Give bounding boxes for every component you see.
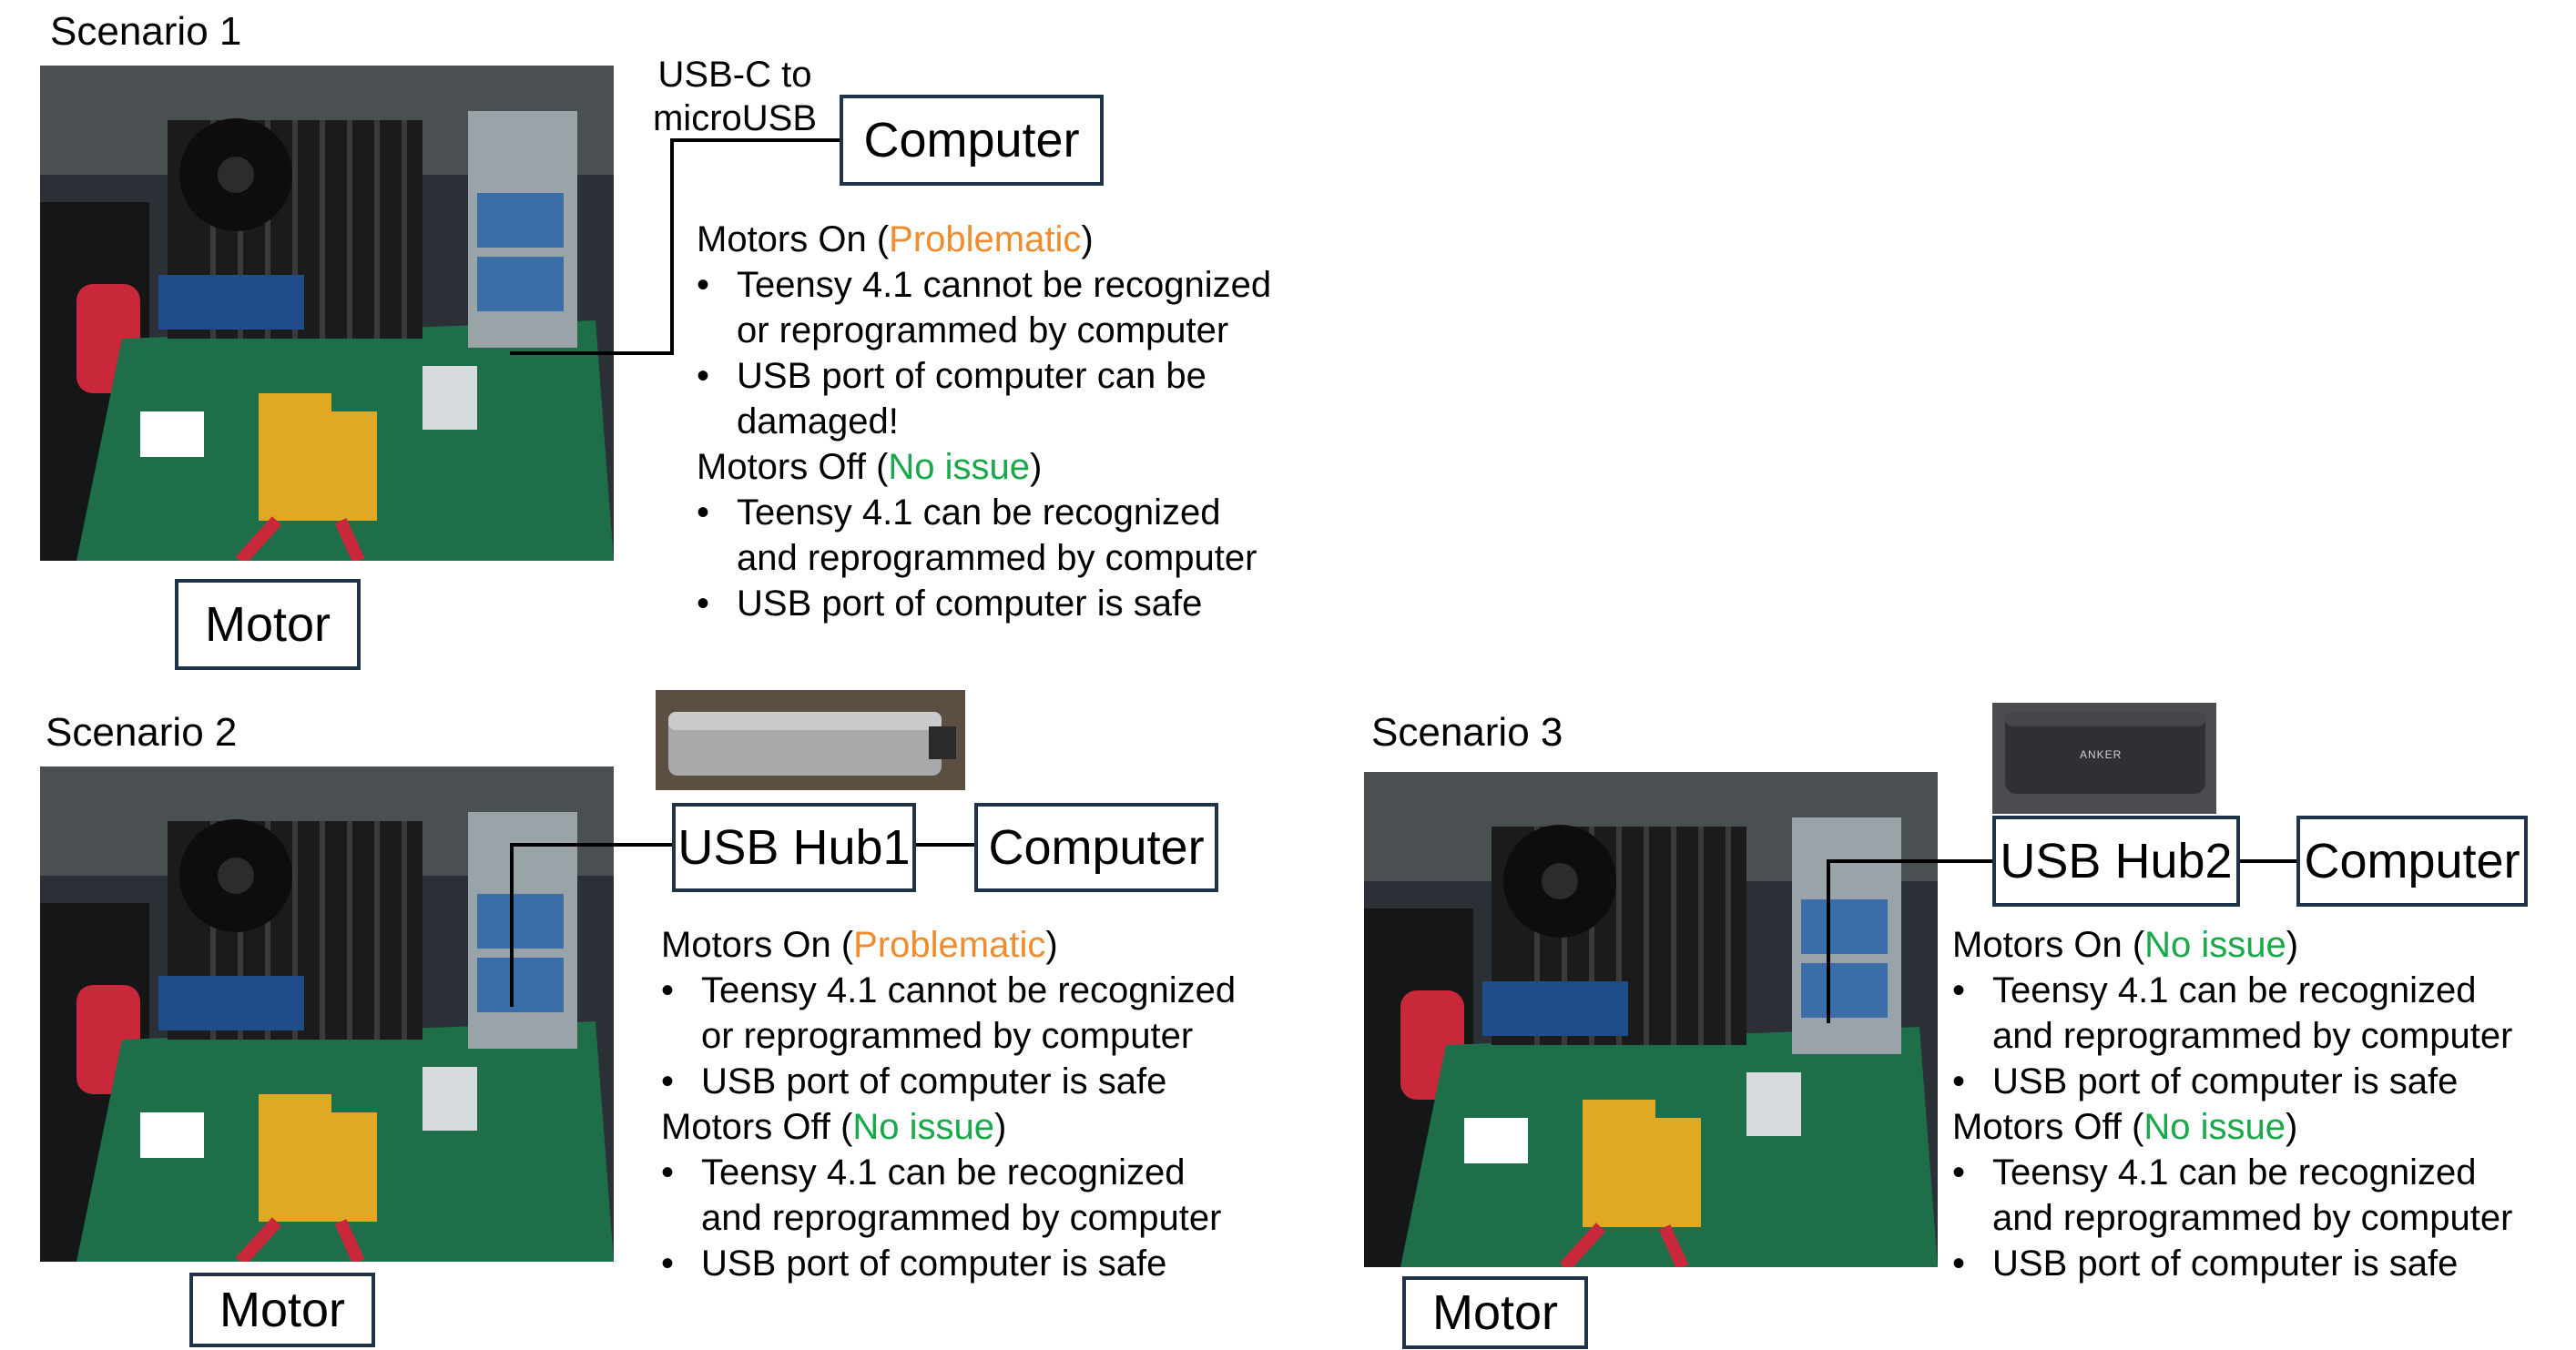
scenario-2-motor-label: Motor: [219, 1283, 346, 1337]
scenario-2-computer-box: Computer: [974, 803, 1218, 892]
scenario-1-cable-top: [670, 138, 840, 142]
scenario-3-motors-on-heading: Motors On (No issue): [1952, 922, 2298, 968]
bullet-line: USB port of computer is safe: [1992, 1243, 2459, 1284]
off-suffix: ): [994, 1107, 1007, 1147]
scenario-1-motor-box: Motor: [175, 579, 361, 670]
bullet-line: USB port of computer is safe: [701, 1061, 1167, 1101]
off-prefix: Motors Off (: [661, 1107, 853, 1147]
bullet-line: Teensy 4.1 can be recognized: [1992, 970, 2477, 1010]
on-suffix: ): [2286, 925, 2299, 965]
bullet-dot: •: [697, 492, 710, 533]
bullet-line: USB port of computer is safe: [701, 1243, 1167, 1284]
bullet-dot: •: [1952, 1152, 1966, 1193]
bullet-line: Teensy 4.1 cannot be recognized: [737, 265, 1272, 305]
robot-board-illustration: [40, 766, 614, 1262]
scenario-3-cable-to-hub: [1827, 859, 1994, 863]
usb-hub2-photo: ANKER: [1992, 703, 2216, 814]
scenario-3-motors-off-heading: Motors Off (No issue): [1952, 1104, 2297, 1150]
bullet-dot: •: [1952, 1243, 1966, 1284]
scenario-3-cable-hub-to-computer: [2240, 859, 2296, 863]
bullet-line: Teensy 4.1 can be recognized: [701, 1152, 1186, 1193]
scenario-3-hub-label: USB Hub2: [2000, 834, 2233, 888]
bullet-dot: •: [661, 1061, 675, 1101]
scenario-2-cable-hub-to-computer: [916, 843, 974, 847]
bullet-dot: •: [1952, 970, 1966, 1010]
cable-label-line1: USB-C to: [657, 55, 812, 95]
on-status-no-issue: No issue: [2144, 925, 2286, 965]
scenario-2-hub-box: USB Hub1: [672, 803, 916, 892]
bullet-dot: •: [661, 1152, 675, 1193]
scenario-1-motors-on-heading: Motors On (Problematic): [697, 217, 1094, 262]
bullet-line: and reprogrammed by computer: [701, 1198, 1222, 1238]
robot-board-illustration: [40, 66, 614, 561]
scenario-2-board-photo: [40, 766, 614, 1262]
scenario-3-motor-label: Motor: [1431, 1285, 1559, 1340]
scenario-1-motors-off-heading: Motors Off (No issue): [697, 444, 1042, 490]
bullet-line: and reprogrammed by computer: [737, 538, 1257, 578]
bullet-line: or reprogrammed by computer: [701, 1016, 1194, 1056]
bullet-line: Teensy 4.1 can be recognized: [737, 492, 1221, 533]
bullet-line: Teensy 4.1 cannot be recognized: [701, 970, 1237, 1010]
cable-label-line2: microUSB: [652, 98, 818, 138]
on-status-problematic: Problematic: [853, 925, 1046, 965]
bullet-line: and reprogrammed by computer: [1992, 1198, 2513, 1238]
off-prefix: Motors Off (: [1952, 1107, 2144, 1147]
off-prefix: Motors Off (: [697, 447, 889, 487]
bullet-dot: •: [697, 265, 710, 305]
scenario-3-motor-box: Motor: [1402, 1276, 1588, 1349]
scenario-1-cable-vertical: [670, 138, 674, 355]
on-suffix: ): [1081, 219, 1094, 259]
on-prefix: Motors On (: [1952, 925, 2145, 965]
scenario-2-hub-label: USB Hub1: [677, 820, 911, 875]
scenario-2-cable-to-hub: [510, 843, 674, 847]
anker-brand-label: ANKER: [2080, 748, 2123, 761]
scenario-1-cable-label: USB-C to microUSB: [639, 53, 830, 140]
scenario-3-hub-box: USB Hub2: [1992, 816, 2240, 907]
usb-hub1-photo: [656, 690, 965, 790]
bullet-line: damaged!: [737, 401, 899, 442]
usb-hub2-illustration: [1992, 703, 2216, 814]
scenario-3-computer-box: Computer: [2296, 816, 2528, 907]
scenario-2-cable-vertical: [510, 843, 514, 1007]
scenario-1-motor-label: Motor: [204, 597, 331, 652]
bullet-line: or reprogrammed by computer: [737, 310, 1229, 350]
on-prefix: Motors On (: [697, 219, 890, 259]
bullet-dot: •: [1952, 1061, 1966, 1101]
bullet-dot: •: [697, 356, 710, 396]
scenario-1-title: Scenario 1: [50, 9, 242, 54]
scenario-1-board-photo: [40, 66, 614, 561]
bullet-line: USB port of computer is safe: [737, 584, 1203, 624]
scenario-3-computer-label: Computer: [2304, 834, 2520, 888]
on-suffix: ): [1045, 925, 1058, 965]
scenario-2-motors-on-heading: Motors On (Problematic): [661, 922, 1058, 968]
bullet-line: USB port of computer can be: [737, 356, 1207, 396]
bullet-line: and reprogrammed by computer: [1992, 1016, 2513, 1056]
on-status-problematic: Problematic: [889, 219, 1082, 259]
scenario-3-title: Scenario 3: [1371, 710, 1563, 755]
bullet-dot: •: [661, 970, 675, 1010]
scenario-2-computer-label: Computer: [988, 820, 1205, 875]
scenario-2-motors-off-heading: Motors Off (No issue): [661, 1104, 1006, 1150]
robot-board-illustration: [1364, 772, 1938, 1267]
off-status-no-issue: No issue: [852, 1107, 995, 1147]
bullet-line: USB port of computer is safe: [1992, 1061, 2459, 1101]
off-suffix: ): [1030, 447, 1043, 487]
scenario-1-computer-box: Computer: [840, 95, 1104, 186]
off-status-no-issue: No issue: [2143, 1107, 2286, 1147]
on-prefix: Motors On (: [661, 925, 854, 965]
off-status-no-issue: No issue: [888, 447, 1031, 487]
scenario-2-motor-box: Motor: [189, 1273, 375, 1347]
scenario-1-cable-bottom: [510, 351, 674, 355]
bullet-dot: •: [661, 1243, 675, 1284]
usb-hub1-illustration: [656, 690, 965, 790]
bullet-line: Teensy 4.1 can be recognized: [1992, 1152, 2477, 1193]
scenario-3-cable-vertical: [1827, 859, 1830, 1023]
scenario-2-title: Scenario 2: [46, 710, 238, 755]
off-suffix: ): [2286, 1107, 2298, 1147]
scenario-1-computer-label: Computer: [863, 113, 1080, 167]
scenario-3-board-photo: [1364, 772, 1938, 1267]
bullet-dot: •: [697, 584, 710, 624]
